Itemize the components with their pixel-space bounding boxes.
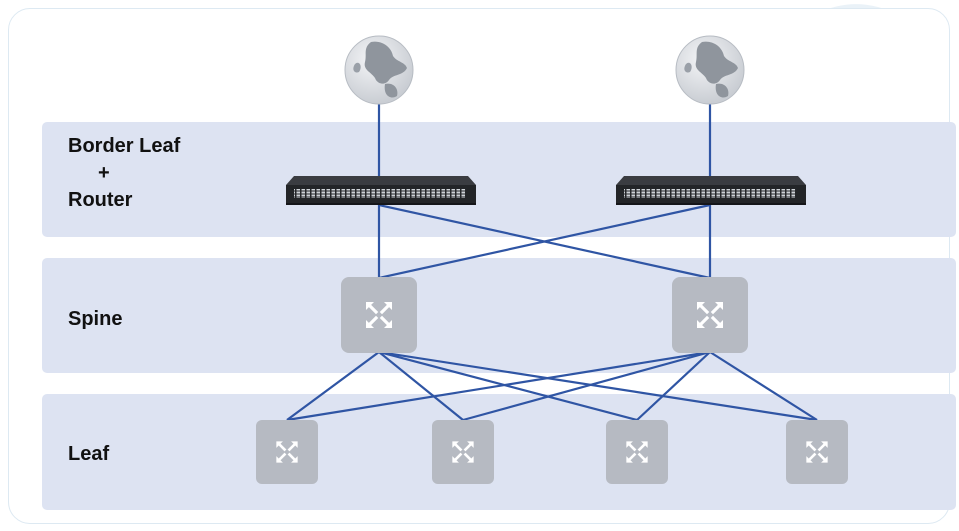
- spine-switch-icon-1: [341, 277, 417, 353]
- link-spine2-leaf3: [636, 351, 711, 421]
- link-spine2-leaf1: [286, 350, 711, 422]
- spine-label: Spine: [68, 308, 123, 330]
- leaf-label: Leaf: [68, 443, 110, 465]
- internet-globe-icon-1: [344, 35, 414, 105]
- link-spine1-leaf2: [378, 351, 464, 421]
- border-leaf-label-line3: Router: [68, 189, 133, 211]
- border-router-icon-2: [616, 176, 806, 205]
- spine-switch-icon-2: [672, 277, 748, 353]
- link-spine1-leaf3: [378, 350, 638, 422]
- link-router2-spine1: [378, 203, 711, 280]
- link-spine1-leaf4: [378, 350, 818, 422]
- links: [286, 95, 818, 422]
- leaf-switch-icon-2: [432, 420, 494, 484]
- link-spine2-leaf2: [462, 350, 711, 422]
- leaf-switch-icon-4: [786, 420, 848, 484]
- border-leaf-label-line1: Border Leaf: [68, 135, 181, 157]
- border-leaf-layer: [42, 122, 956, 237]
- border-router-icon-1: [286, 176, 476, 205]
- link-spine2-leaf4: [709, 351, 818, 421]
- leaf-switch-icon-3: [606, 420, 668, 484]
- link-spine1-leaf1: [286, 351, 380, 421]
- leaf-switch-icon-1: [256, 420, 318, 484]
- border-leaf-label: Border Leaf + Router: [68, 133, 228, 214]
- spine-layer: [42, 258, 956, 373]
- border-leaf-label-plus: +: [98, 162, 110, 184]
- internet-globe-icon-2: [675, 35, 745, 105]
